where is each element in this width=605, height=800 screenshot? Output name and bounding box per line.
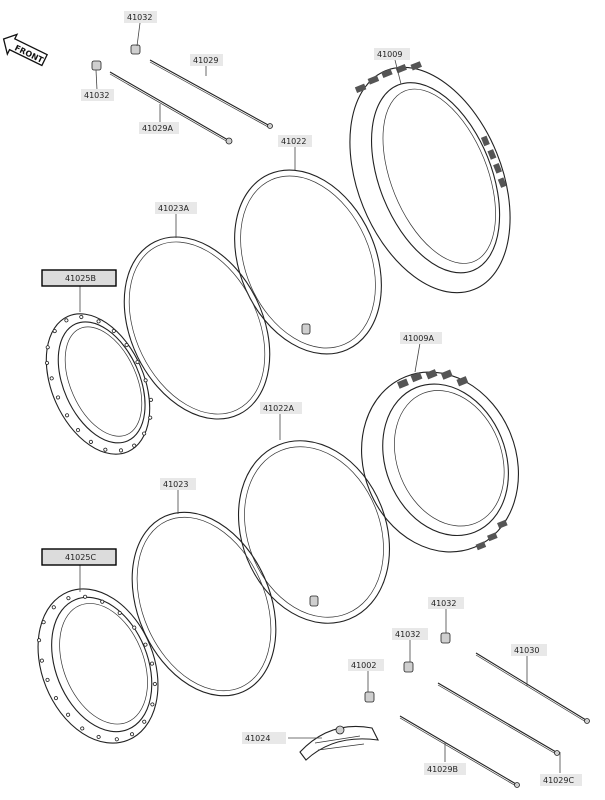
nipple-41032-right-1[interactable] (440, 632, 451, 644)
rim-band-41023[interactable] (105, 489, 304, 718)
label-41030: 41030 (511, 644, 547, 656)
label-41032-left: 41032 (81, 89, 114, 101)
label-41032-right-2: 41032 (392, 628, 428, 640)
label-41022: 41022 (278, 135, 312, 147)
label-41029B: 41029B (424, 763, 466, 775)
svg-text:41024: 41024 (245, 734, 270, 743)
svg-text:41022A: 41022A (263, 404, 294, 413)
label-41029C: 41029C (540, 774, 582, 786)
spoke-41029C[interactable] (437, 682, 560, 756)
rim-band-41023A[interactable] (96, 213, 299, 443)
label-41025B: 41025B (41, 269, 117, 287)
tire-41009[interactable] (319, 44, 541, 317)
svg-text:41025C: 41025C (65, 553, 96, 562)
label-41002: 41002 (348, 659, 384, 671)
nipple-41002[interactable] (364, 691, 375, 703)
svg-text:41029: 41029 (193, 56, 218, 65)
rim-lock-41024[interactable] (299, 725, 379, 761)
label-41032-top: 41032 (124, 11, 157, 23)
label-41032-right-1: 41032 (428, 597, 464, 609)
label-41029A: 41029A (139, 122, 179, 134)
svg-text:41009A: 41009A (403, 334, 434, 343)
svg-text:41032: 41032 (84, 91, 109, 100)
label-41024: 41024 (242, 732, 286, 744)
front-arrow-icon: FRONT (2, 33, 49, 67)
nipple-41032-top[interactable] (130, 44, 141, 55)
rim-41025B[interactable] (26, 297, 171, 470)
tube-41022A[interactable] (212, 418, 416, 646)
svg-text:41029B: 41029B (427, 765, 458, 774)
label-41025C: 41025C (41, 548, 117, 566)
tire-41009A[interactable] (335, 348, 546, 579)
label-41023A: 41023A (155, 202, 197, 214)
label-41009A: 41009A (400, 332, 442, 344)
svg-text:41002: 41002 (351, 661, 376, 670)
svg-text:41023A: 41023A (158, 204, 189, 213)
svg-text:41029A: 41029A (142, 124, 173, 133)
spoke-41029[interactable] (149, 59, 273, 129)
tube-valve-lower (309, 595, 319, 607)
svg-text:41023: 41023 (163, 480, 188, 489)
spoke-41029B[interactable] (399, 715, 520, 788)
svg-text:41009: 41009 (377, 50, 402, 59)
label-41009: 41009 (374, 48, 410, 60)
svg-text:41022: 41022 (281, 137, 306, 146)
label-41022A: 41022A (260, 402, 302, 414)
label-41029: 41029 (190, 54, 223, 66)
tube-41022[interactable] (207, 147, 409, 378)
tube-valve-upper (301, 323, 311, 335)
svg-text:41032: 41032 (431, 599, 456, 608)
svg-text:41029C: 41029C (543, 776, 574, 785)
svg-text:41025B: 41025B (65, 274, 96, 283)
svg-text:41030: 41030 (514, 646, 539, 655)
spoke-41030[interactable] (475, 652, 590, 724)
nipple-41032-left[interactable] (91, 60, 102, 71)
svg-text:41032: 41032 (395, 630, 420, 639)
svg-text:41032: 41032 (127, 13, 152, 22)
label-41023: 41023 (160, 478, 196, 490)
leader-lines (79, 22, 561, 773)
rim-41025C[interactable] (16, 571, 180, 761)
spoke-41029A[interactable] (109, 71, 233, 145)
nipple-41032-right-2[interactable] (403, 661, 414, 673)
